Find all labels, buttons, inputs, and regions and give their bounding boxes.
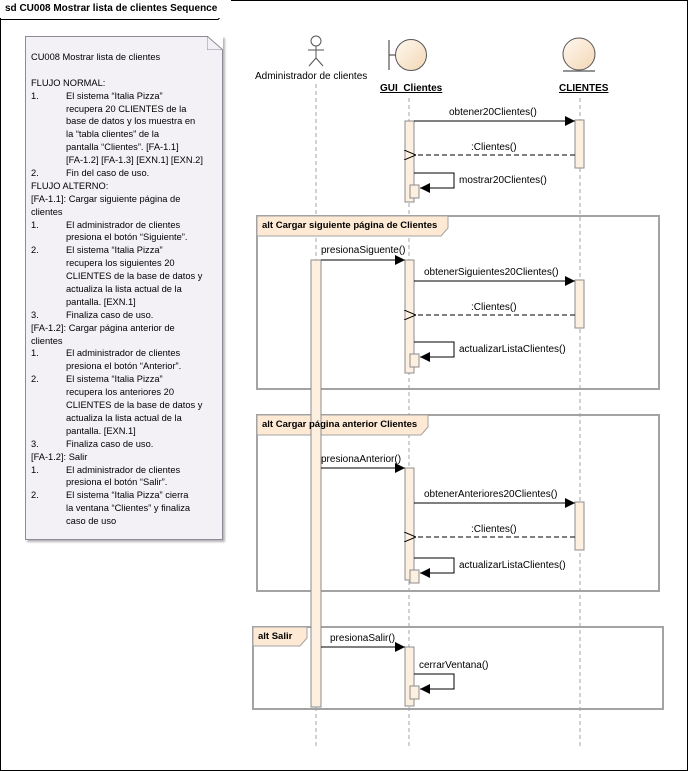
note-line: presiona el botón “Siguiente”. <box>66 232 188 243</box>
note-line: 2.El sistema “Italia Pizza” cierra <box>31 490 189 501</box>
msg-label-4: presionaSiguente() <box>321 245 406 256</box>
msg-label-7: actualizarListaClientes() <box>459 344 566 355</box>
msg-label-3: mostrar20Clientes() <box>459 175 547 186</box>
msg-label-8: presionaAnterior() <box>321 454 402 465</box>
note-line: pantalla “Clientes”. [FA-1.1] <box>66 142 179 153</box>
note-line: 3.Finaliza caso de uso. <box>31 309 154 320</box>
note-line: recupera 20 CLIENTES de la <box>66 103 187 114</box>
note-line: 2.El sistema “Italia Pizza” <box>31 374 163 385</box>
boundary-activation-1 <box>404 120 415 203</box>
msg-label-6: :Clientes() <box>471 302 517 313</box>
note-line: FLUJO NORMAL: <box>31 77 106 88</box>
msg-arrow-11 <box>414 557 455 578</box>
msg-label-13: cerrarVentana() <box>419 660 489 671</box>
boundary-activation-4 <box>404 646 415 707</box>
note-line: presiona el botón “Anterior”. <box>66 361 182 372</box>
note-line: pantalla. [EXN.1] <box>66 425 136 436</box>
note-line: recupera los siguientes 20 <box>66 258 175 269</box>
note-line: CLIENTES de la base de datos y <box>66 400 203 411</box>
msg-arrow-7 <box>414 341 455 362</box>
msg-arrow-3 <box>414 172 455 193</box>
fragment-label-salir: alt Salir <box>258 631 293 642</box>
note-line: 1.El administrador de clientes <box>31 219 181 230</box>
msg-label-12: presionaSalir() <box>330 633 396 644</box>
note-line: FLUJO ALTERNO: <box>31 180 109 191</box>
msg-label-11: actualizarListaClientes() <box>459 560 566 571</box>
msg-label-9: obtenerAnteriores20Clientes() <box>424 489 558 500</box>
note-line: base de datos y los muestra en <box>66 116 196 127</box>
note-line: [FA-1.2]: Cargar página anterior de <box>31 322 175 333</box>
note-line: clientes <box>31 335 63 346</box>
fragment-alt-salir <box>252 626 664 710</box>
msg-arrow-13 <box>414 673 455 694</box>
entity-activation-2 <box>574 279 585 329</box>
note-line: [FA-1.2]: Salir <box>31 451 88 462</box>
entity-activation-1 <box>574 119 585 169</box>
fragment-alt-siguiente <box>256 215 660 390</box>
entity-name: CLIENTES <box>559 83 609 94</box>
boundary-activation-2b <box>409 353 420 368</box>
msg-label-1: obtener20Clientes() <box>449 107 537 118</box>
note-line: [FA-1.1]: Cargar siguiente página de <box>31 193 181 204</box>
note-line: 1.El sistema “Italia Pizza” <box>31 90 163 101</box>
fragment-label-siguiente: alt Cargar siguiente página de Clientes <box>262 220 438 231</box>
entity-icon <box>562 37 596 72</box>
note-line: actualiza la lista actual de la <box>66 412 182 423</box>
boundary-icon <box>388 39 427 71</box>
note-line: caso de uso <box>66 516 117 527</box>
note-line: 1.El administrador de clientes <box>31 464 181 475</box>
actor-icon <box>308 35 324 67</box>
note-line: 3.Finaliza caso de uso. <box>31 438 154 449</box>
msg-label-2: :Clientes() <box>471 142 517 153</box>
note-line: pantalla. [EXN.1] <box>66 296 136 307</box>
note-line: [FA-1.2] [FA-1.3] [EXN.1] [EXN.2] <box>66 155 203 166</box>
diagram-title: sd CU008 Mostrar lista de clientes Seque… <box>0 0 232 18</box>
boundary-activation-3b <box>409 569 420 584</box>
fragment-alt-anterior <box>256 414 660 592</box>
msg-label-5: obtenerSiguientes20Clientes() <box>424 267 559 278</box>
actor-name: Administrador de clientes <box>255 71 368 82</box>
fragment-label-anterior: alt Cargar página anterior Clientes <box>262 419 418 430</box>
note-line: CU008 Mostrar lista de clientes <box>31 52 161 62</box>
msg-label-10: :Clientes() <box>471 524 517 535</box>
note-line: recupera los anteriores 20 <box>66 387 175 398</box>
note-line: la “tabla clientes” de la <box>66 129 160 140</box>
boundary-activation-4b <box>409 685 420 700</box>
note-line: 2.Fin del caso de uso. <box>31 168 150 179</box>
note-line: presiona el botón “Salir”. <box>66 477 168 488</box>
entity-activation-3 <box>574 501 585 551</box>
actor-activation <box>310 259 322 708</box>
boundary-name: GUI_Clientes <box>380 83 443 94</box>
note-line: actualiza la lista actual de la <box>66 284 182 295</box>
note-line: clientes <box>31 206 63 217</box>
note-line: 1.El administrador de clientes <box>31 348 181 359</box>
boundary-activation-3 <box>404 467 415 581</box>
note-fold-corner <box>207 36 223 50</box>
note-line: CLIENTES de la base de datos y <box>66 271 203 282</box>
note-line: 2.El sistema “Italia Pizza” <box>31 245 163 256</box>
boundary-activation-1b <box>409 184 420 199</box>
note-line: la ventana “Clientes” y finaliza <box>66 503 191 514</box>
